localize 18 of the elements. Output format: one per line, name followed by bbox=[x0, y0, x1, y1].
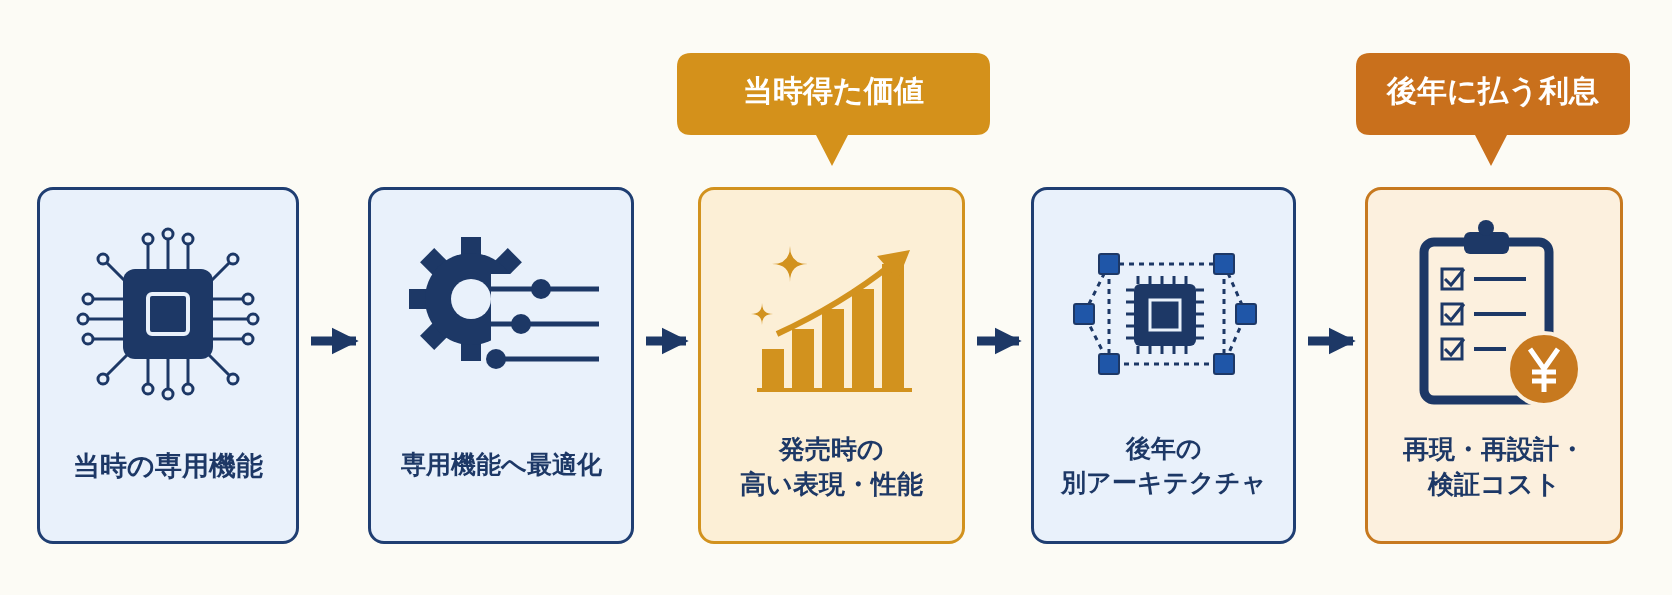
flow-arrow bbox=[646, 327, 689, 355]
callout-bubble bbox=[1356, 53, 1630, 166]
callout-text: 当時得た価値 bbox=[742, 72, 925, 110]
flow-arrow bbox=[977, 327, 1022, 355]
step-card bbox=[1365, 187, 1623, 544]
step-label: 後年の別アーキテクチャ bbox=[1059, 433, 1268, 499]
callout-text: 後年に払う利息 bbox=[1385, 72, 1600, 110]
step-card bbox=[368, 187, 634, 544]
flow-arrow bbox=[311, 327, 359, 355]
callout-bubble bbox=[677, 53, 990, 166]
step-label: 当時の専用機能 bbox=[72, 449, 264, 483]
step-card bbox=[37, 187, 299, 544]
step-label: 再現・再設計・検証コスト bbox=[1402, 433, 1586, 502]
step-label: 専用機能へ最適化 bbox=[399, 449, 603, 481]
step-card bbox=[1031, 187, 1296, 544]
flow-arrow bbox=[1308, 327, 1356, 355]
step-card bbox=[698, 187, 965, 544]
step-label: 発売時の高い表現・性能 bbox=[739, 433, 924, 502]
